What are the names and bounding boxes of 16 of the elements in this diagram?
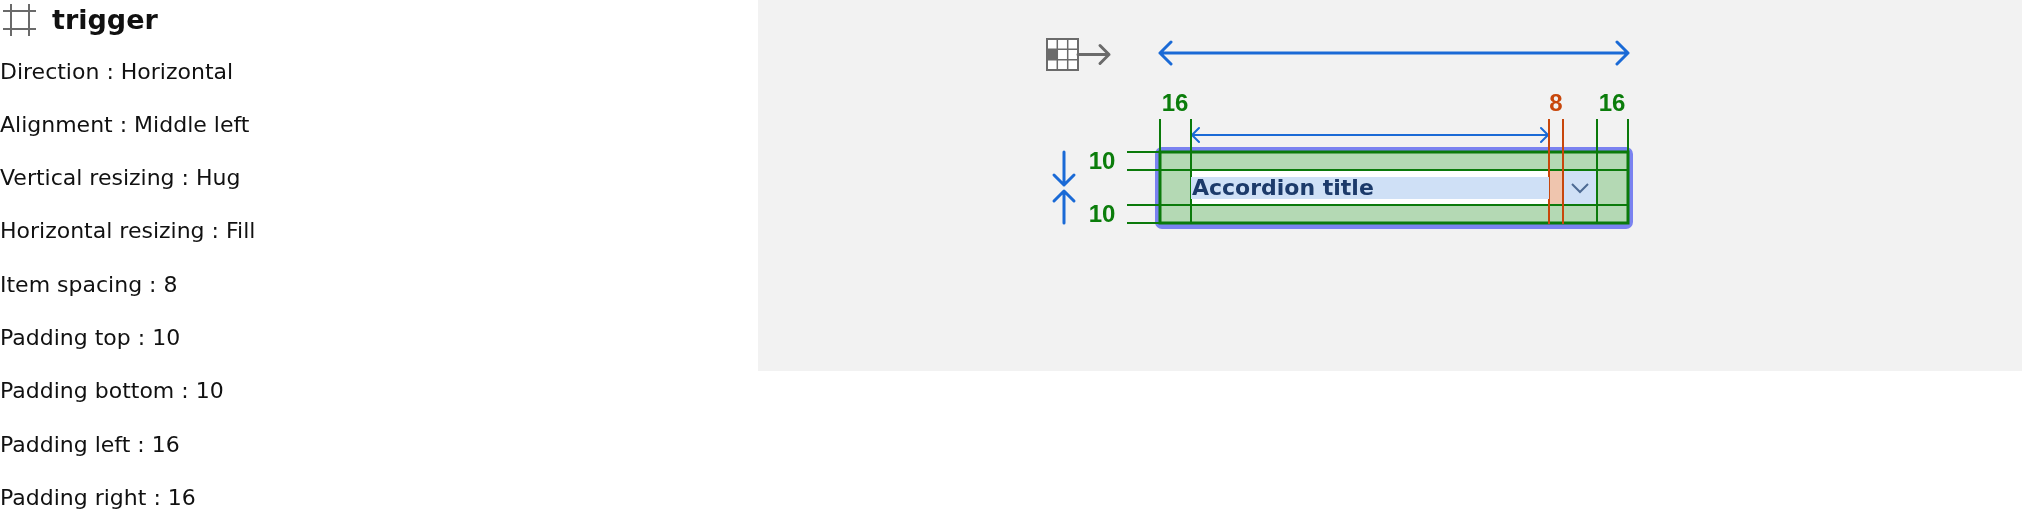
property-text: Vertical resizing : Hug: [0, 165, 242, 192]
property-text: Alignment : Middle left: [0, 111, 251, 138]
property-text: Direction : Horizontal: [0, 58, 235, 85]
property-text: Padding right : 16: [0, 485, 197, 512]
title-text: Accordion title: [1191, 177, 1549, 199]
property-text: Padding top : 10: [0, 325, 182, 352]
padding-value: 16: [1161, 91, 1189, 115]
padding-value: 10: [1088, 202, 1116, 226]
heading: trigger: [52, 3, 158, 37]
property-text: Item spacing : 8: [0, 271, 179, 298]
property-text: Padding left : 16: [0, 431, 181, 458]
padding-value: 16: [1598, 91, 1626, 115]
property-text: Horizontal resizing : Fill: [0, 218, 256, 245]
spacing-value: 8: [1549, 91, 1563, 115]
padding-value: 10: [1088, 149, 1116, 173]
property-text: Padding bottom : 10: [0, 378, 225, 405]
